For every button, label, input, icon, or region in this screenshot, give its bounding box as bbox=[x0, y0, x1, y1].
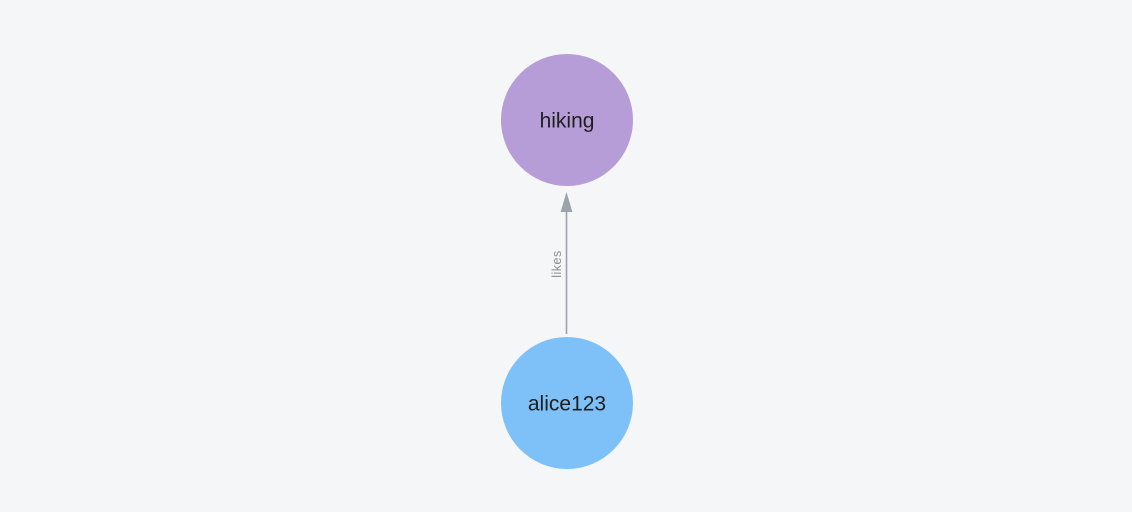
node-alice123-label: alice123 bbox=[528, 392, 606, 415]
node-alice123-circle[interactable] bbox=[501, 337, 633, 469]
node-hiking-label: hiking bbox=[540, 109, 595, 132]
edge-likes: likes bbox=[550, 192, 573, 334]
edge-arrowhead-icon bbox=[560, 192, 573, 212]
node-hiking[interactable]: hiking bbox=[501, 54, 633, 186]
node-hiking-circle[interactable] bbox=[501, 54, 633, 186]
edge-label: likes bbox=[550, 250, 564, 278]
node-alice123[interactable]: alice123 bbox=[501, 337, 633, 469]
